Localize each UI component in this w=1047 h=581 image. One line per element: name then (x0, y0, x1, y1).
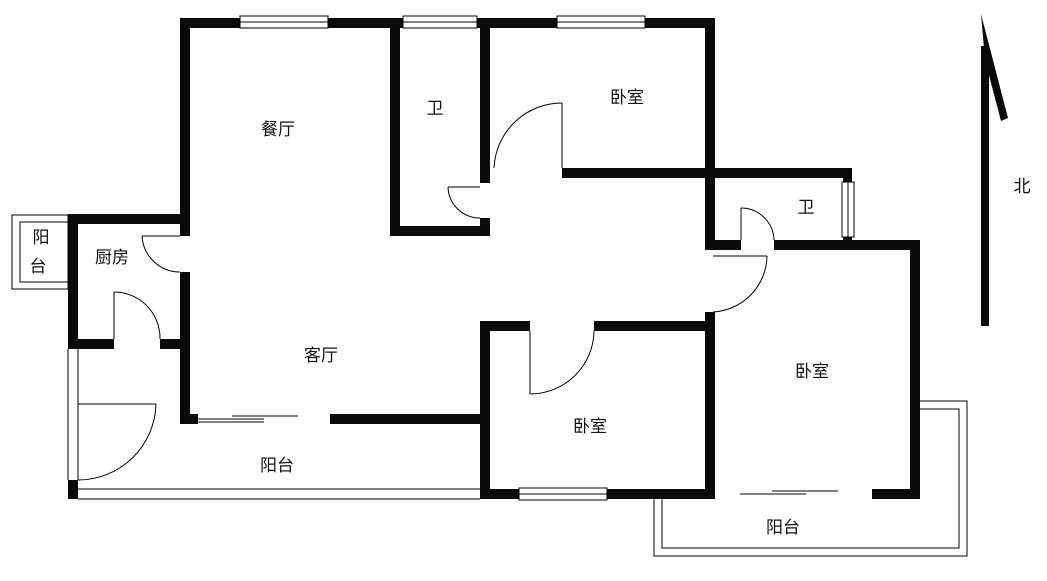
wall-bath2-bottom-left (705, 240, 741, 250)
wall-bath1-bottom (390, 226, 489, 236)
label-balcony-small-1: 阳 (33, 228, 50, 248)
door-balcony-left-arc (77, 403, 157, 481)
wall-kitchen-left (68, 214, 78, 347)
wall-kitchen-top (68, 214, 190, 224)
balcony-small-inner (19, 221, 69, 283)
walls (68, 18, 989, 499)
balcony-southeast-outline (653, 400, 968, 557)
door-bedroom-east-arc (712, 255, 768, 313)
wall-bedroom-south-top-b (594, 321, 715, 331)
door-kitchen-lower-arc (113, 291, 161, 340)
label-bedroom-south: 卧室 (573, 417, 607, 437)
door-bath1-arc (447, 186, 481, 219)
label-kitchen: 厨房 (95, 248, 129, 268)
wall-bath1-right-lower (480, 218, 490, 236)
label-bedroom-north: 卧室 (610, 88, 644, 108)
north-arrow-head (981, 14, 1008, 121)
wall-bedroom-east-right (910, 240, 920, 499)
wall-bedroom-east-left (705, 312, 715, 499)
wall-left-lower (68, 480, 78, 499)
label-bathroom-2: 卫 (798, 198, 815, 218)
wall-dining-left (180, 18, 190, 236)
north-arrow-icon (981, 14, 1008, 121)
wall-kitchen-bottom-b (160, 339, 190, 349)
compass-shaft (981, 46, 989, 326)
door-bedroom-north-arc (493, 102, 563, 169)
wall-bath1-left (390, 18, 400, 236)
label-bathroom-1: 卫 (427, 99, 444, 119)
balcony-southeast-inner (661, 408, 960, 549)
wall-bath1-right-upper (480, 18, 490, 183)
label-living-room: 客厅 (304, 346, 338, 366)
label-dining-room: 餐厅 (261, 120, 295, 140)
label-balcony-small-2: 台 (30, 257, 47, 277)
wall-kitchen-bottom-a (68, 339, 114, 349)
wall-living-left (180, 272, 190, 424)
door-bedroom-south-arc (529, 330, 595, 395)
wall-living-south-left (180, 414, 198, 424)
wall-bedroom-east-bottom-right (872, 489, 920, 499)
door-kitchen-arc (141, 235, 181, 273)
wall-bath2-left (705, 168, 715, 250)
compass-north-label: 北 (1014, 177, 1031, 197)
door-bath2-arc (740, 207, 775, 241)
label-balcony-southeast: 阳台 (766, 518, 800, 538)
wall-bath2-bottom (774, 240, 920, 250)
label-balcony-south: 阳台 (260, 456, 294, 476)
label-bedroom-east: 卧室 (795, 362, 829, 382)
room-labels: 餐厅 卫 卧室 卫 厨房 客厅 卧室 卧室 阳 台 阳台 阳台 北 (30, 88, 1031, 538)
thin-lines (11, 15, 968, 557)
wall-bedroom-north-right (705, 18, 715, 178)
wall-living-south (330, 414, 490, 424)
wall-bedroom-south-left (480, 321, 490, 499)
wall-bedroom-south-top-a (480, 321, 530, 331)
